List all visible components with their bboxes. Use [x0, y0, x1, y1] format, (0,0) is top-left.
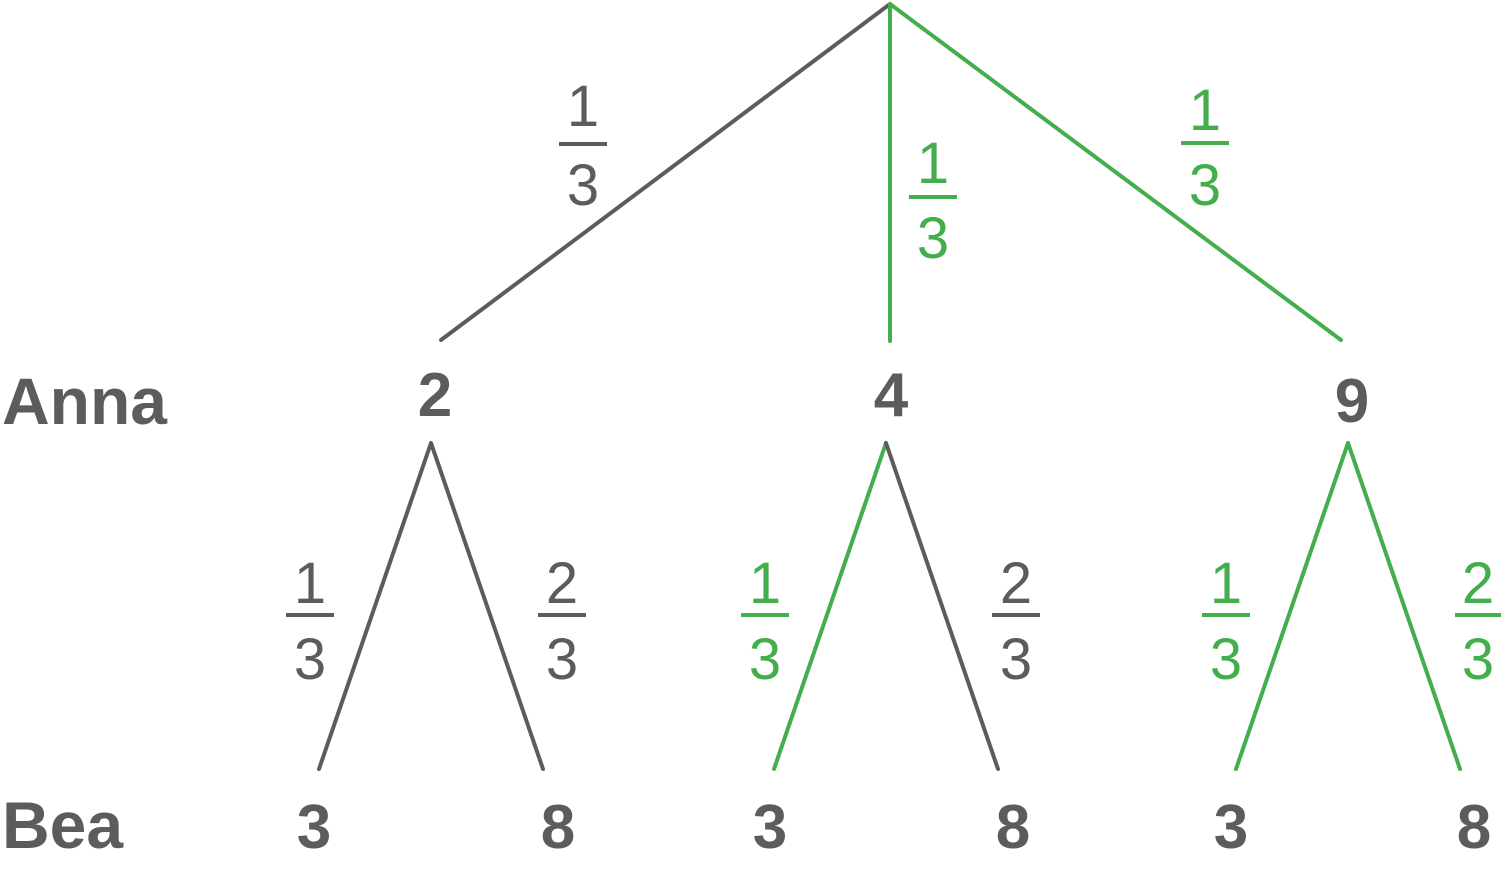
branch-anna1-bea1 [884, 441, 1000, 771]
branch-anna0-bea1 [429, 441, 545, 771]
anna-node-0: 2 [418, 361, 452, 430]
branch-anna2-bea0 [1234, 441, 1350, 771]
prob-numerator: 2 [1462, 551, 1494, 616]
anna-node-1: 4 [874, 361, 909, 430]
prob-denominator: 3 [1462, 627, 1494, 692]
prob-anna0-bea0: 1 3 [286, 551, 334, 692]
branch-anna2-bea1 [1346, 441, 1462, 771]
branch-root-anna-0 [439, 2, 892, 342]
prob-root-anna-0: 1 3 [559, 74, 607, 218]
branch-root-anna-2 [888, 2, 1343, 342]
prob-denominator: 3 [1000, 627, 1032, 692]
prob-anna2-bea0: 1 3 [1202, 551, 1250, 692]
prob-anna2-bea1: 2 3 [1455, 551, 1501, 692]
bea-node-0-1: 8 [541, 793, 575, 862]
prob-numerator: 1 [1210, 551, 1242, 616]
branch-anna1-bea0 [772, 441, 888, 771]
prob-denominator: 3 [749, 627, 781, 692]
prob-numerator: 2 [546, 551, 578, 616]
prob-anna0-bea1: 2 3 [538, 551, 586, 692]
prob-denominator: 3 [567, 153, 599, 218]
branch-anna0-bea0 [317, 441, 433, 771]
prob-denominator: 3 [1210, 627, 1242, 692]
bea-node-1-0: 3 [753, 793, 787, 862]
prob-numerator: 1 [749, 551, 781, 616]
bea-node-1-1: 8 [996, 793, 1030, 862]
prob-root-anna-1: 1 3 [909, 131, 957, 271]
prob-numerator: 2 [1000, 551, 1032, 616]
prob-root-anna-2: 1 3 [1181, 78, 1229, 218]
anna-node-2: 9 [1335, 367, 1369, 436]
bea-node-2-1: 8 [1457, 793, 1491, 862]
level-label-anna: Anna [2, 364, 168, 438]
prob-numerator: 1 [294, 551, 326, 616]
prob-denominator: 3 [917, 206, 949, 271]
bea-node-0-0: 3 [297, 793, 331, 862]
prob-numerator: 1 [1189, 78, 1221, 143]
prob-numerator: 1 [917, 131, 949, 196]
prob-denominator: 3 [294, 627, 326, 692]
level-label-bea: Bea [2, 788, 124, 862]
prob-anna1-bea1: 2 3 [992, 551, 1040, 692]
prob-denominator: 3 [1189, 153, 1221, 218]
prob-denominator: 3 [546, 627, 578, 692]
prob-numerator: 1 [567, 74, 599, 139]
bea-node-2-0: 3 [1214, 793, 1248, 862]
prob-anna1-bea0: 1 3 [741, 551, 789, 692]
